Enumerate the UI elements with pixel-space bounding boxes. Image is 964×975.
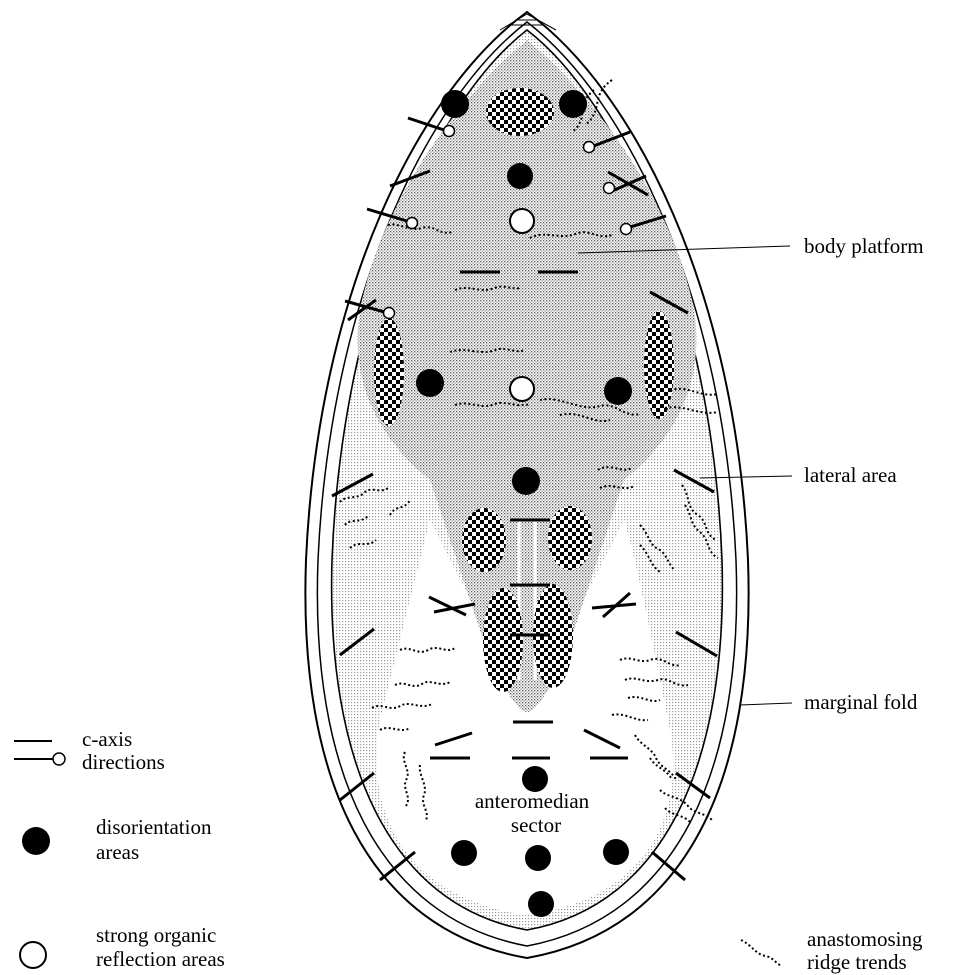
- lateral-area-label: lateral area: [804, 463, 897, 487]
- disorientation-dot-icon: [604, 377, 632, 405]
- disorientation-dot-icon: [528, 891, 554, 917]
- ridge-trend-icon: [741, 940, 782, 966]
- legend-ridge-line2: ridge trends: [807, 950, 907, 974]
- disorientation-dot-icon: [559, 90, 587, 118]
- disorientation-dot-icon: [22, 827, 50, 855]
- checker-pattern-icon: [483, 588, 523, 692]
- body-platform-label: body platform: [804, 234, 924, 258]
- organic-reflection-circle-icon: [510, 209, 534, 233]
- disorientation-dot-icon: [507, 163, 533, 189]
- legend-organic-line1: strong organic: [96, 923, 216, 947]
- disorientation-dot-icon: [451, 840, 477, 866]
- checker-pattern-icon: [644, 311, 674, 419]
- anteromedian-sector-label-line2: sector: [511, 813, 561, 837]
- legend-organic-line2: reflection areas: [96, 947, 225, 971]
- organic-reflection-circle-icon: [53, 753, 65, 765]
- marginal-fold-label: marginal fold: [804, 690, 918, 714]
- legend-disorientation-line2: areas: [96, 840, 139, 864]
- checker-pattern-icon: [486, 88, 554, 136]
- checker-pattern-icon: [462, 508, 506, 572]
- anteromedian-sector-label-line1: anteromedian: [475, 789, 590, 813]
- disorientation-dot-icon: [441, 90, 469, 118]
- legend-ridge-line1: anastomosing: [807, 927, 923, 951]
- disorientation-dot-icon: [416, 369, 444, 397]
- organic-reflection-circle-icon: [510, 377, 534, 401]
- legend-c-axis-line1: c-axis: [82, 727, 132, 751]
- checker-pattern-icon: [374, 318, 404, 426]
- organic-reflection-circle-icon: [20, 942, 46, 968]
- legend-c-axis-line2: directions: [82, 750, 165, 774]
- legend-disorientation-line1: disorientation: [96, 815, 212, 839]
- disorientation-dot-icon: [512, 467, 540, 495]
- checker-pattern-icon: [548, 506, 592, 570]
- disorientation-dot-icon: [603, 839, 629, 865]
- disorientation-dot-icon: [525, 845, 551, 871]
